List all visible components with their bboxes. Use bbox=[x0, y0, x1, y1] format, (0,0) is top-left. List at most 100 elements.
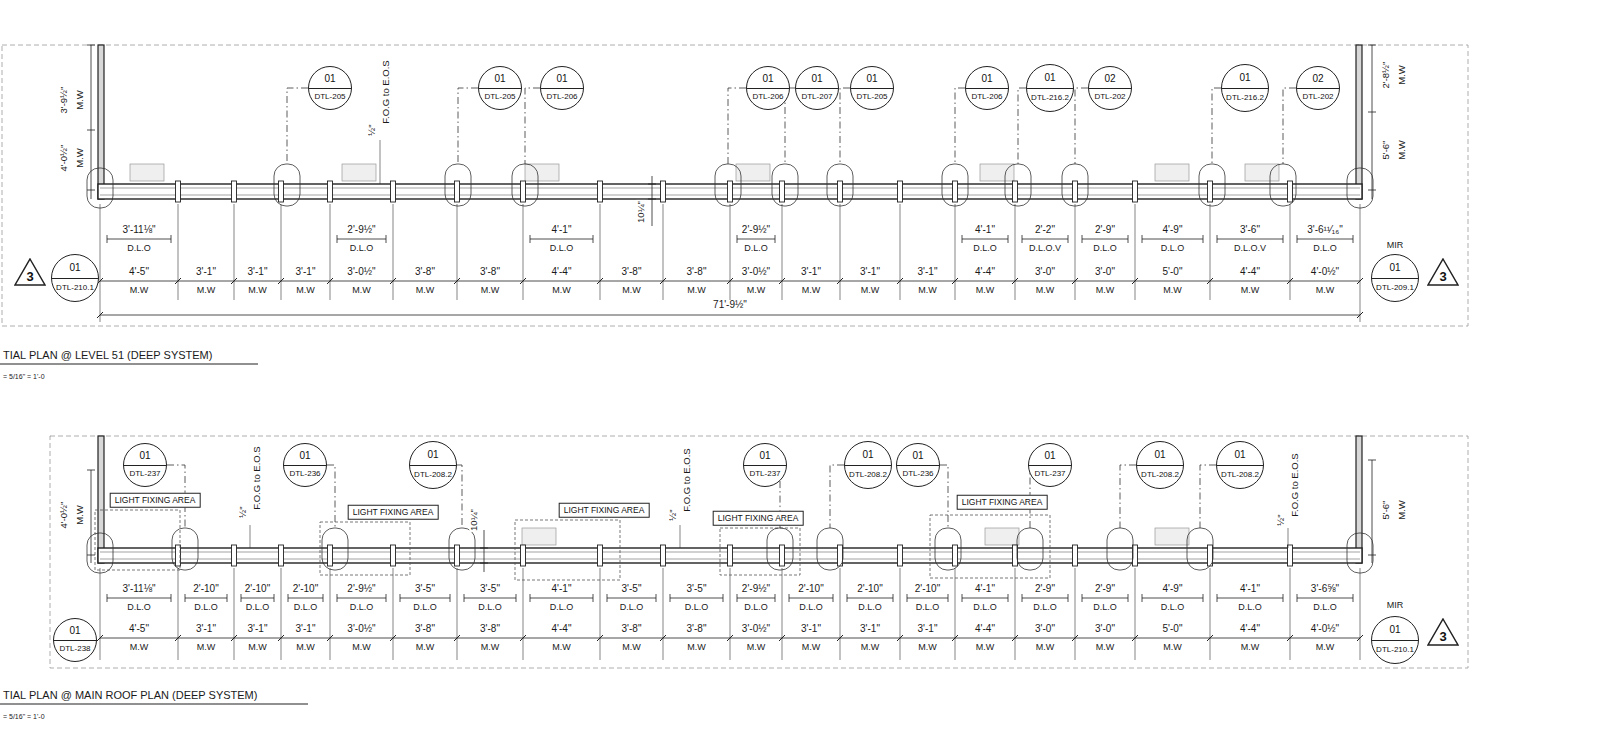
callout-number: 01 bbox=[912, 451, 923, 461]
detail-bubble bbox=[274, 164, 300, 206]
dimension-tick bbox=[593, 594, 594, 602]
dimension-line bbox=[107, 598, 171, 599]
dimension-value: 71'-9½" bbox=[712, 300, 748, 310]
dimension-tick bbox=[1008, 594, 1009, 602]
dimension-unit: M.W bbox=[1162, 286, 1183, 295]
detail-reference: DTL-210.1 bbox=[1376, 646, 1414, 654]
dimension-value: 3'-8" bbox=[479, 624, 501, 634]
extension-line bbox=[730, 204, 731, 300]
section-number: 3 bbox=[1427, 630, 1459, 643]
dimension-tick bbox=[288, 594, 289, 602]
dimension-text: M.W bbox=[75, 147, 85, 169]
divider-line bbox=[479, 88, 521, 89]
dimension-tick bbox=[97, 635, 103, 641]
dimension-text: M.W bbox=[1397, 139, 1407, 161]
dimension-text: F.O.G to E.O.S bbox=[252, 445, 262, 510]
glass-panel bbox=[525, 164, 559, 181]
detail-bubble bbox=[772, 164, 798, 206]
dimension-unit: M.W bbox=[480, 286, 501, 295]
dimension-tick bbox=[1357, 635, 1363, 641]
dimension-tick bbox=[530, 235, 531, 243]
extension-line bbox=[330, 568, 331, 660]
dimension-tick bbox=[1008, 235, 1009, 243]
sheet-frame bbox=[2, 45, 1468, 326]
mullion bbox=[328, 545, 333, 566]
leader-line bbox=[830, 465, 844, 528]
dimension-line bbox=[185, 598, 227, 599]
detail-reference: DTL-208.2 bbox=[414, 471, 452, 479]
dimension-line bbox=[91, 470, 92, 563]
dimension-text: 5'-6" bbox=[1381, 140, 1391, 161]
callout-number: 01 bbox=[1044, 73, 1055, 83]
dimension-tick bbox=[907, 594, 908, 602]
callout-number: 01 bbox=[1044, 451, 1055, 461]
divider-line bbox=[541, 88, 583, 89]
dimension-tick bbox=[1357, 278, 1363, 284]
dimension-value: 3'-1" bbox=[917, 267, 939, 277]
dimension-value: 3'-8" bbox=[686, 624, 708, 634]
dimension-unit: D.L.O bbox=[1160, 603, 1186, 612]
dimension-unit: M.W bbox=[129, 643, 150, 652]
detail-bubble bbox=[715, 164, 741, 206]
dimension-value: 3'-1" bbox=[247, 267, 269, 277]
dimension-value: 2'-9½" bbox=[346, 225, 376, 235]
dimension-value: 3'-5" bbox=[414, 584, 436, 594]
extension-line bbox=[523, 568, 524, 660]
leader-line bbox=[1075, 88, 1088, 164]
dimension-tick bbox=[1072, 278, 1078, 284]
dimension-value: 4'-1" bbox=[551, 584, 573, 594]
detail-reference: DTL-237 bbox=[749, 470, 780, 478]
dimension-unit: D.L.O bbox=[1092, 244, 1118, 253]
callout-bubble: 01DTL-237 bbox=[743, 443, 787, 487]
dimension-tick bbox=[1082, 594, 1083, 602]
dimension-tick bbox=[327, 278, 333, 284]
callout-bubble: 02DTL-202 bbox=[1296, 66, 1340, 110]
note-text: LIGHT FIXING AREA bbox=[115, 496, 196, 505]
extension-line bbox=[1360, 568, 1361, 660]
dimension-text: 10¼" bbox=[636, 200, 646, 224]
divider-line bbox=[124, 465, 166, 466]
dimension-unit: M.W bbox=[621, 286, 642, 295]
note-box: LIGHT FIXING AREA bbox=[110, 493, 201, 508]
callout-bubble: 01DTL-237 bbox=[123, 443, 167, 487]
dimension-tick bbox=[1287, 278, 1293, 284]
detail-bubble bbox=[1017, 528, 1043, 570]
dimension-unit: D.L.O bbox=[857, 603, 883, 612]
divider-line bbox=[410, 465, 456, 466]
dimension-text: M.W bbox=[75, 89, 85, 111]
dimension-unit: D.L.O bbox=[1092, 603, 1118, 612]
leader-line bbox=[1212, 88, 1221, 164]
leader-line bbox=[458, 88, 478, 164]
dimension-value: 4'-4" bbox=[1239, 624, 1261, 634]
dimension-tick bbox=[87, 470, 95, 471]
mullion bbox=[328, 181, 333, 202]
dimension-tick bbox=[648, 184, 656, 185]
dimension-tick bbox=[727, 278, 733, 284]
note-text: LIGHT FIXING AREA bbox=[718, 514, 799, 523]
dimension-tick bbox=[1287, 635, 1293, 641]
divider-line bbox=[54, 640, 96, 641]
sheet-frame bbox=[50, 436, 1468, 668]
mullion bbox=[898, 545, 903, 566]
extension-line bbox=[680, 525, 681, 548]
dimension-tick bbox=[1368, 45, 1376, 46]
dimension-unit: M.W bbox=[351, 643, 372, 652]
mullion bbox=[1133, 181, 1138, 202]
callout-number: 01 bbox=[1154, 450, 1165, 460]
dimension-unit: D.L.O bbox=[684, 603, 710, 612]
section-marker: 3 bbox=[14, 258, 46, 286]
detail-reference: DTL-216.2 bbox=[1031, 94, 1069, 102]
dimension-line bbox=[337, 239, 386, 240]
dimension-value: 3'-1" bbox=[295, 624, 317, 634]
dimension-value: 4'-1" bbox=[974, 225, 996, 235]
dimension-value: 3'-1" bbox=[859, 267, 881, 277]
dimension-unit: D.L.O bbox=[972, 603, 998, 612]
extension-line bbox=[281, 568, 282, 660]
extension-line bbox=[178, 204, 179, 300]
dimension-value: 2'-10" bbox=[797, 584, 824, 594]
dimension-value: 3'-8" bbox=[479, 267, 501, 277]
detail-bubble bbox=[942, 164, 968, 206]
dimension-line bbox=[962, 598, 1008, 599]
callout-bubble: 01DTL-205 bbox=[478, 66, 522, 110]
